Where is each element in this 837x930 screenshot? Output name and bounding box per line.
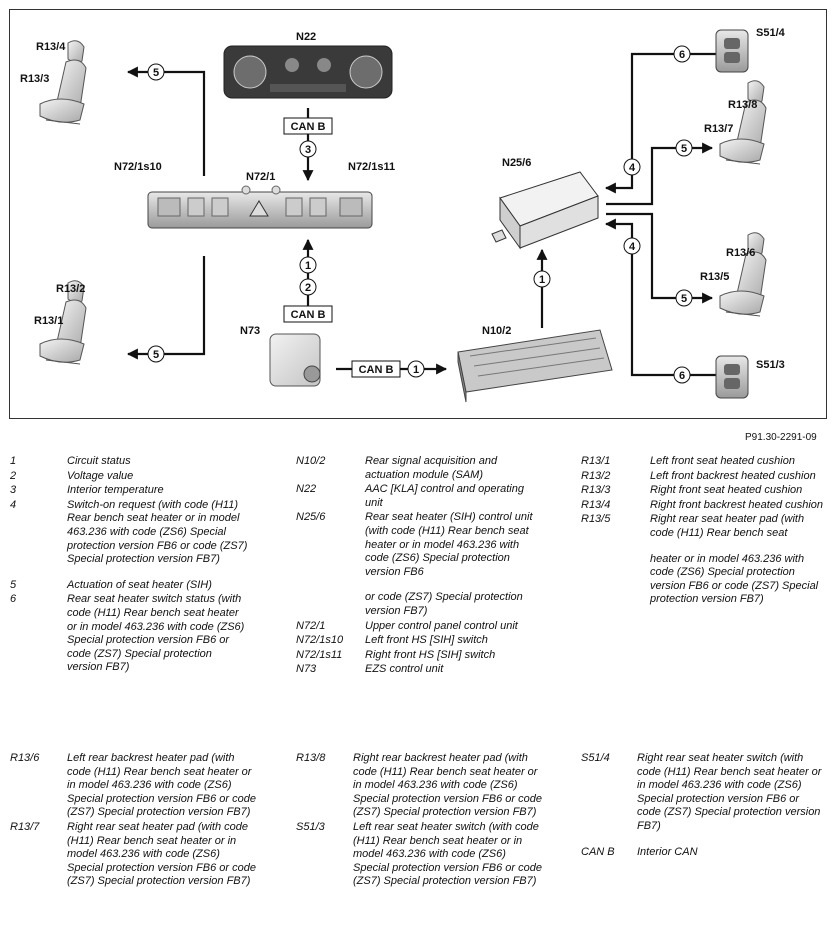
marker-5-right-bottom: 5 [675,289,693,307]
n10-2-sam-module [457,329,613,403]
n25-6-sih-control-unit [491,171,599,250]
marker-5-top: 5 [147,63,165,81]
marker-5-left: 5 [147,345,165,363]
label-r13-7: R13/7 [704,123,733,135]
diagram-frame [9,9,827,419]
svg-text:4: 4 [629,241,636,253]
label-s51-3: S51/3 [756,359,785,371]
wiring-diagram: CAN B CAN B CAN B 5 3 1 2 5 1 1 6 4 5 4 … [9,9,827,419]
svg-text:5: 5 [153,67,159,79]
label-r13-4: R13/4 [36,41,66,53]
svg-text:CAN B: CAN B [291,121,326,133]
legend-item: or code (ZS7) Special protection version… [365,591,523,617]
svg-text:5: 5 [681,143,687,155]
marker-3: 3 [299,140,317,158]
marker-1-vertical: 1 [533,270,551,288]
n73-ezs-control-unit [269,333,321,387]
svg-text:6: 6 [679,49,685,61]
label-n72-1: N72/1 [246,171,275,183]
label-s51-4: S51/4 [756,27,786,39]
svg-text:1: 1 [305,260,311,272]
n72-1-upper-control-panel [147,185,373,229]
s51-4-switch-graphic [715,29,749,73]
marker-4-bottom: 4 [623,237,641,255]
svg-text:6: 6 [679,370,685,382]
label-n22: N22 [296,31,316,43]
svg-text:4: 4 [629,162,636,174]
svg-text:5: 5 [681,293,687,305]
svg-text:CAN B: CAN B [359,364,394,376]
marker-1-center: 1 [299,256,317,274]
marker-4-top: 4 [623,158,641,176]
label-r13-6: R13/6 [726,247,755,259]
label-r13-3: R13/3 [20,73,49,85]
label-n72-1s10: N72/1s10 [114,161,162,173]
marker-2-center: 2 [299,278,317,296]
legend-item: heater or in model 463.236 with code (ZS… [650,552,819,606]
label-n10-2: N10/2 [482,325,511,337]
n22-aac-control-unit [223,45,393,99]
label-r13-8: R13/8 [728,99,757,111]
label-r13-1: R13/1 [34,315,63,327]
label-r13-5: R13/5 [700,271,729,283]
svg-text:CAN B: CAN B [291,309,326,321]
label-n73: N73 [240,325,260,337]
can-b-label-bottom: CAN B [351,360,401,378]
marker-6-bottom: 6 [673,366,691,384]
label-n25-6: N25/6 [502,157,531,169]
figure-reference: P91.30-2291-09 [745,432,817,443]
label-n72-1s11: N72/1s11 [348,161,395,173]
label-r13-2: R13/2 [56,283,85,295]
svg-text:1: 1 [413,364,419,376]
marker-1-bottom: 1 [407,360,425,378]
svg-text:2: 2 [305,282,311,294]
can-b-label-top: CAN B [283,117,333,135]
svg-text:3: 3 [305,144,311,156]
marker-6-top: 6 [673,45,691,63]
marker-5-right-top: 5 [675,139,693,157]
can-b-label-mid: CAN B [283,305,333,323]
svg-text:5: 5 [153,349,159,361]
svg-text:1: 1 [539,274,545,286]
s51-3-switch-graphic [715,355,749,399]
